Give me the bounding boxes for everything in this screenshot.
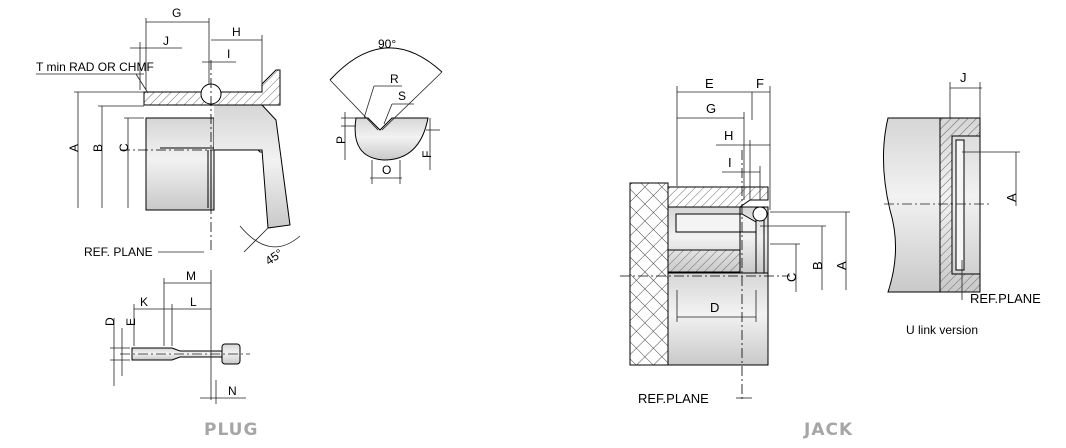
plug-label-K: K — [140, 295, 148, 309]
plug-caption: PLUG — [204, 420, 259, 440]
plug-label-M: M — [186, 269, 196, 283]
plug-view — [143, 69, 291, 229]
jack-label-C: C — [784, 273, 799, 282]
groove-detail — [329, 47, 443, 161]
plug-label-H: H — [232, 25, 241, 39]
jack-label-G: G — [706, 101, 716, 116]
jack-label-H: H — [724, 128, 733, 143]
groove-label-90: 90° — [378, 37, 396, 51]
jack-label-E: E — [705, 76, 714, 91]
plug-label-E: E — [124, 318, 138, 326]
groove-label-O: O — [382, 163, 391, 177]
jack-centerlines — [620, 150, 790, 400]
jack-view — [629, 182, 769, 366]
groove-labels: 90° R S P O F — [334, 37, 434, 177]
plug-labels: G J H I T min RAD OR CHMF A B C REF. PLA… — [36, 6, 286, 398]
groove-label-P: P — [334, 136, 348, 144]
jack-dimensions — [676, 86, 850, 399]
plug-label-I: I — [227, 47, 230, 61]
plug-label-N: N — [228, 384, 237, 398]
ulink-label-J: J — [960, 70, 967, 85]
jack-caption: JACK — [804, 420, 854, 440]
jack-label-I: I — [728, 155, 732, 170]
plug-label-J: J — [163, 34, 169, 48]
ulink-label-ref-plane: REF.PLANE — [970, 291, 1041, 306]
ulink-labels: J A REF.PLANE U link version — [906, 70, 1041, 337]
groove-dimensions — [329, 71, 443, 184]
plug-label-ref-plane: REF. PLANE — [84, 245, 153, 259]
plug-centerlines — [120, 60, 230, 250]
jack-label-A: A — [834, 261, 849, 270]
pin-dimensions — [110, 270, 250, 404]
jack-label-D: D — [710, 300, 719, 315]
jack-labels: E F G H I A B C D REF.PLANE — [638, 76, 849, 406]
ulink-note: U link version — [906, 323, 978, 337]
plug-dimensions — [36, 18, 301, 253]
ulink-dimensions — [884, 82, 1020, 300]
jack-label-B: B — [810, 261, 825, 270]
plug-label-D: D — [103, 317, 117, 326]
jack-label-F: F — [756, 76, 764, 91]
plug-label-C: C — [117, 143, 131, 152]
plug-label-L: L — [190, 295, 197, 309]
plug-label-B: B — [91, 144, 105, 152]
ulink-label-A: A — [1004, 193, 1019, 202]
plug-label-tmin: T min RAD OR CHMF — [36, 60, 154, 74]
groove-label-S: S — [398, 89, 406, 103]
plug-label-G: G — [172, 6, 181, 20]
plug-label-A: A — [67, 144, 81, 152]
plug-label-45: 45° — [263, 246, 286, 268]
groove-label-F: F — [420, 151, 434, 158]
ulink-view — [883, 117, 981, 293]
jack-label-ref-plane: REF.PLANE — [638, 391, 709, 406]
groove-label-R: R — [390, 72, 399, 86]
